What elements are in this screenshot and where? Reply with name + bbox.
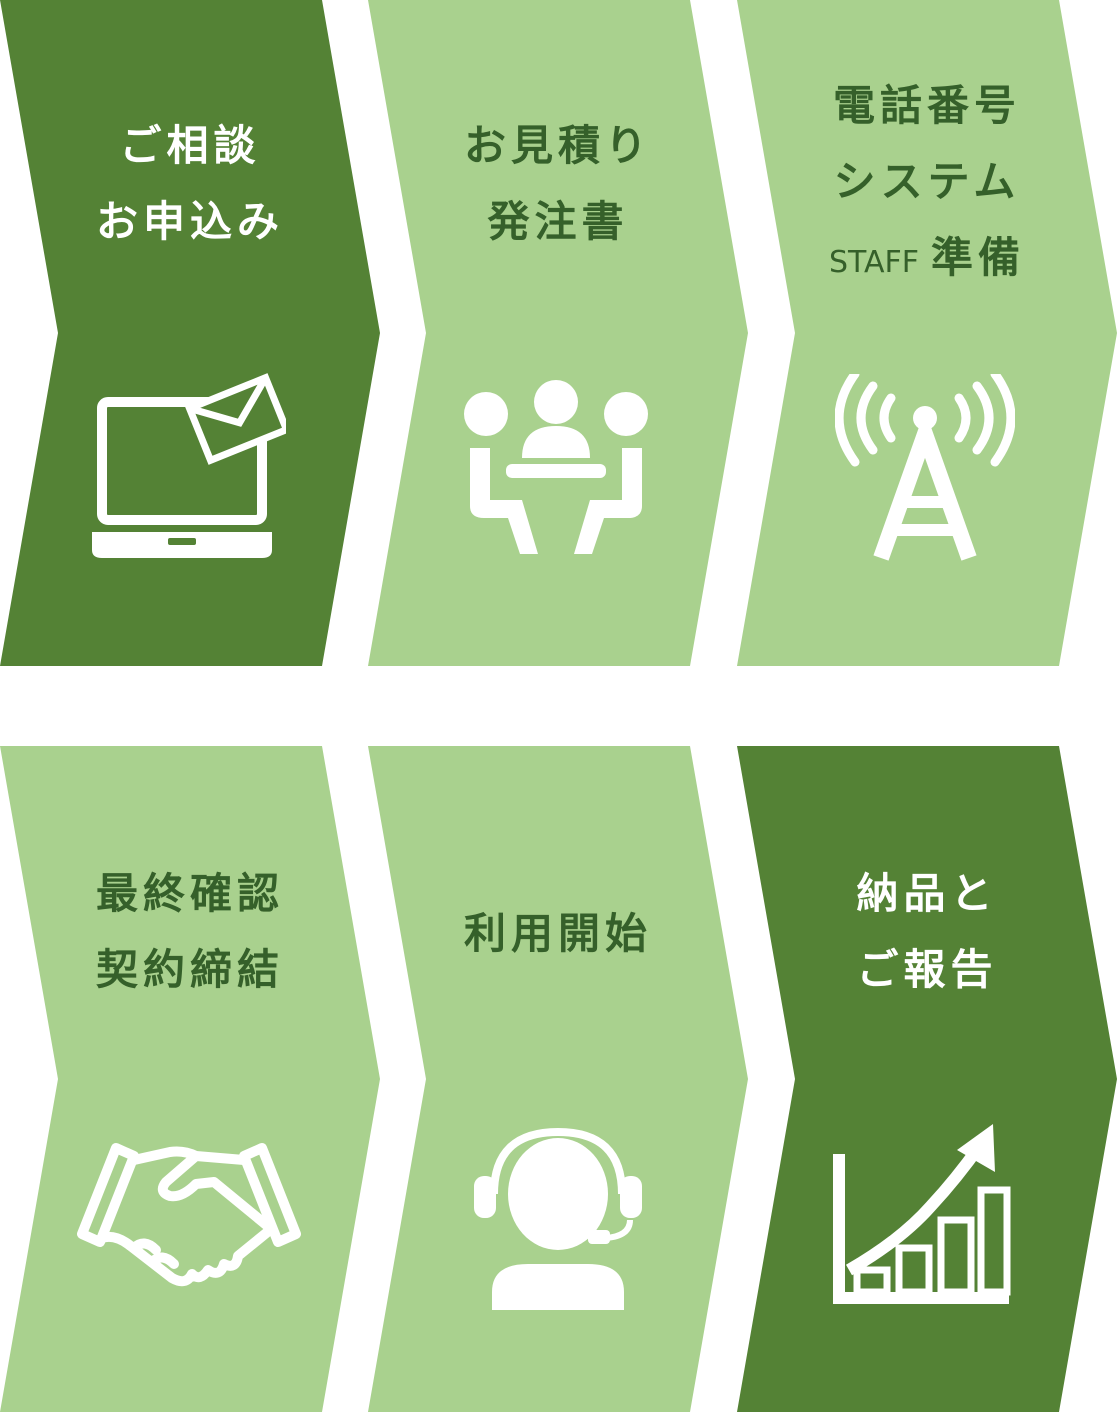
antenna-icon <box>835 374 1015 561</box>
chevron-shape <box>0 0 380 666</box>
step-delivery-report: 納品と ご報告 <box>737 746 1117 1412</box>
chevron-shape <box>737 0 1117 666</box>
step-consultation: ご相談 お申込み <box>0 0 380 666</box>
step-contract: 最終確認 契約締結 <box>0 746 380 1412</box>
chevron-shape <box>368 746 748 1412</box>
step-estimate: お見積り 発注書 <box>368 0 748 666</box>
growth-chart-icon <box>833 1124 1011 1304</box>
chevron-shape <box>737 746 1117 1412</box>
handshake-icon <box>77 1143 301 1287</box>
laptop-mail-icon <box>92 373 286 558</box>
step-label: お見積り 発注書 <box>463 121 652 246</box>
chevron-shape <box>0 746 380 1412</box>
chevron-shape <box>368 0 748 666</box>
step-start-use: 利用開始 <box>368 746 748 1412</box>
meeting-icon <box>464 380 648 554</box>
step-label: 最終確認 契約締結 <box>95 869 284 994</box>
step-label: 利用開始 <box>463 909 652 958</box>
step-label: ご相談 お申込み <box>95 121 284 246</box>
headset-operator-icon <box>474 1127 642 1310</box>
step-label: 納品と ご報告 <box>856 869 998 994</box>
